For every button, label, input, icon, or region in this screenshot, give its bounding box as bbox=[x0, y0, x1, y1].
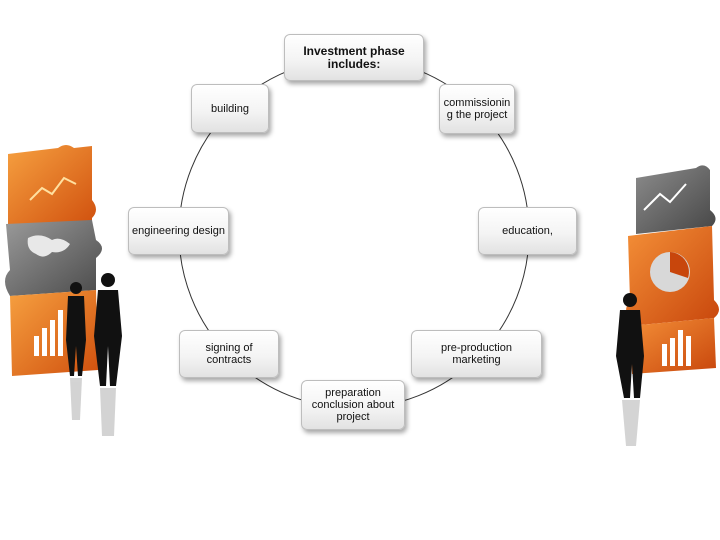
stage-label-pre-production: pre-production marketing bbox=[441, 342, 512, 366]
stage-node-building: building bbox=[191, 84, 269, 133]
stage-node-engineering: engineering design bbox=[128, 207, 229, 255]
stage-node-contracts: signing of contracts bbox=[179, 330, 279, 378]
right-puzzle-illustration bbox=[616, 165, 719, 446]
businessman-silhouette-icon bbox=[616, 293, 644, 398]
stage-label-building: building bbox=[211, 102, 249, 115]
stage-node-education: education, bbox=[478, 207, 577, 255]
businessman-silhouette-icon bbox=[66, 273, 122, 386]
stage-node-preparation: preparation conclusion about project bbox=[301, 380, 405, 430]
investment-phase-label: Investment phase includes: bbox=[303, 43, 405, 71]
stage-label-contracts: signing of contracts bbox=[205, 342, 253, 366]
left-puzzle-illustration bbox=[5, 145, 122, 436]
stage-node-commissioning: commissionin g the project bbox=[439, 84, 515, 134]
stage-node-pre-production: pre-production marketing bbox=[411, 330, 542, 378]
stage-label-commissioning: commissionin g the project bbox=[443, 97, 511, 121]
stage-label-preparation: preparation conclusion about project bbox=[311, 387, 395, 423]
stage-label-education: education, bbox=[502, 225, 553, 237]
investment-phase-node: Investment phase includes: bbox=[284, 34, 424, 81]
stage-label-engineering: engineering design bbox=[132, 225, 225, 237]
